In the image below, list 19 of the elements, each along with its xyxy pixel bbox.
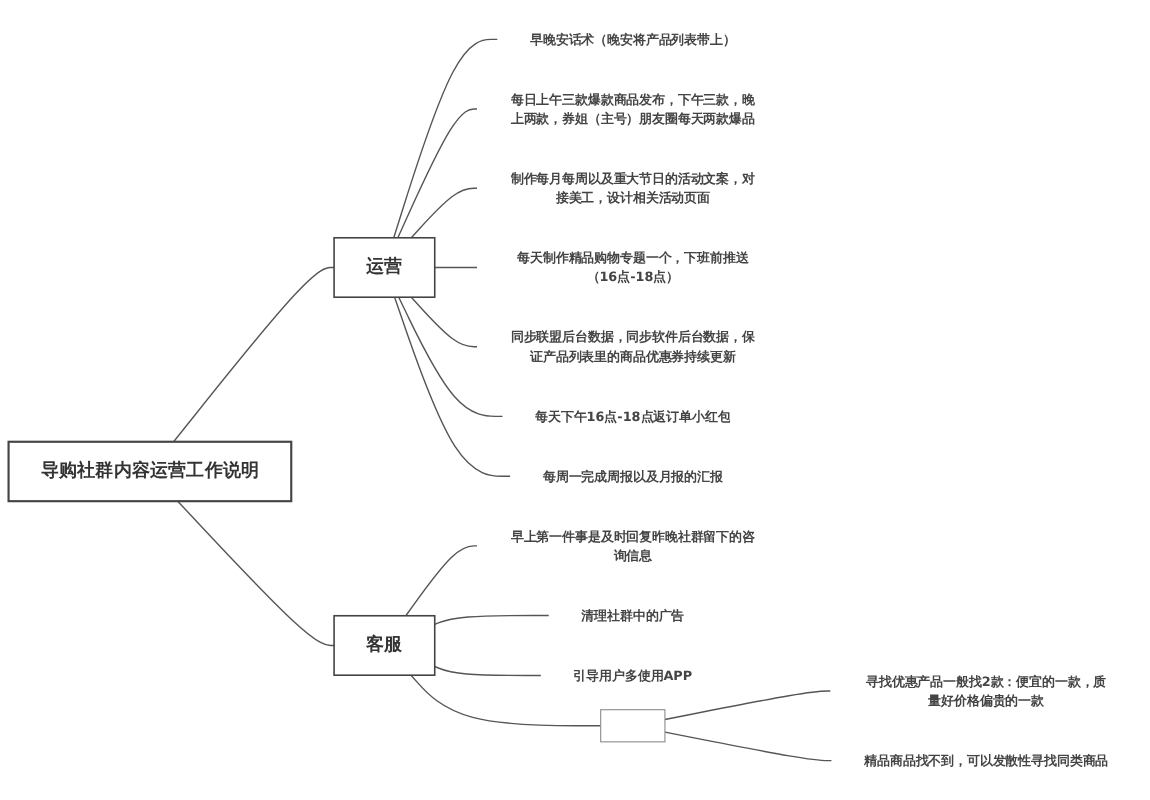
connector <box>398 296 504 418</box>
connector <box>434 266 479 269</box>
connector <box>177 500 335 647</box>
connector <box>434 665 543 677</box>
node-box: 运营 <box>333 236 436 298</box>
connector <box>410 296 479 348</box>
connector <box>410 674 602 727</box>
connector <box>410 187 479 239</box>
connector <box>664 731 833 762</box>
node-box: 客服 <box>333 614 436 676</box>
node-box <box>600 709 666 743</box>
connector <box>172 266 335 443</box>
connector <box>393 296 512 477</box>
connector <box>405 545 479 617</box>
node-box: 导购社群内容运营工作说明 <box>7 440 293 503</box>
connector <box>664 690 832 721</box>
connector <box>397 108 479 239</box>
connector <box>393 38 499 239</box>
connector <box>434 614 550 626</box>
